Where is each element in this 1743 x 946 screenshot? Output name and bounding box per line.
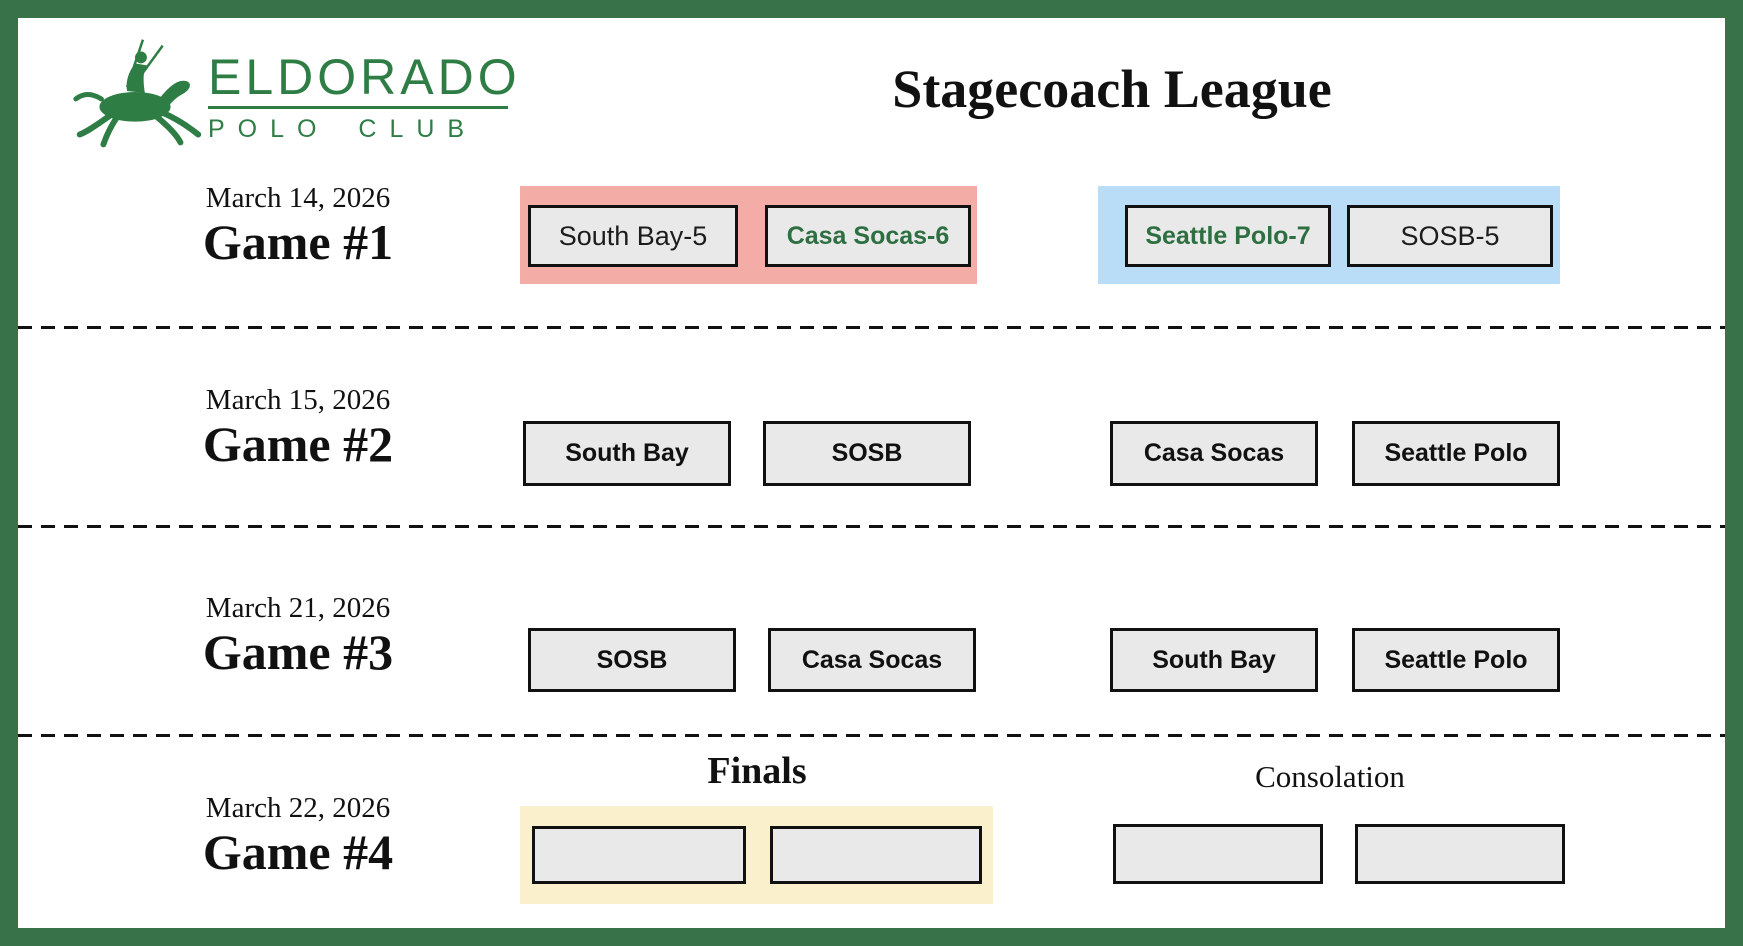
- team-box: Seattle Polo-7: [1125, 205, 1331, 267]
- game3-date: March 21, 2026: [205, 592, 391, 624]
- finals-slot-box: [532, 826, 746, 884]
- game2-label: Game #2: [202, 416, 394, 473]
- game4-info: March 22, 2026 Game #4: [68, 792, 528, 880]
- consolation-slot-box: [1355, 824, 1565, 884]
- game1-date: March 14, 2026: [205, 182, 391, 214]
- consolation-slot-box: [1113, 824, 1323, 884]
- brand-subtitle: POLO CLUB: [208, 115, 478, 143]
- team-box: SOSB: [528, 628, 736, 692]
- team-box: Casa Socas-6: [765, 205, 971, 267]
- brand-name: ELDORADO: [208, 49, 521, 105]
- team-box: Casa Socas: [768, 628, 976, 692]
- game2-date: March 15, 2026: [205, 384, 391, 416]
- row-divider: [18, 734, 1725, 737]
- game4-date: March 22, 2026: [205, 792, 391, 824]
- polo-horse-logo-icon: [73, 39, 202, 148]
- game1-info: March 14, 2026 Game #1: [68, 182, 528, 270]
- row-divider: [18, 525, 1725, 528]
- consolation-heading: Consolation: [1255, 759, 1405, 794]
- game3-label: Game #3: [202, 624, 394, 681]
- team-box: South Bay-5: [528, 205, 738, 267]
- team-box: Seattle Polo: [1352, 421, 1560, 486]
- game2-info: March 15, 2026 Game #2: [68, 384, 528, 472]
- team-box: SOSB-5: [1347, 205, 1553, 267]
- brand-block: ELDORADO POLO CLUB: [208, 49, 521, 144]
- finals-slot-box: [770, 826, 982, 884]
- page-title: Stagecoach League: [892, 59, 1332, 119]
- team-box: SOSB: [763, 421, 971, 486]
- team-box: South Bay: [1110, 628, 1318, 692]
- row-divider: [18, 326, 1725, 329]
- team-box: Casa Socas: [1110, 421, 1318, 486]
- finals-heading: Finals: [707, 750, 807, 792]
- game1-label: Game #1: [202, 214, 394, 271]
- game4-label: Game #4: [202, 824, 394, 881]
- team-box: Seattle Polo: [1352, 628, 1560, 692]
- brand-rule: [208, 106, 508, 109]
- team-box: South Bay: [523, 421, 731, 486]
- game3-info: March 21, 2026 Game #3: [68, 592, 528, 680]
